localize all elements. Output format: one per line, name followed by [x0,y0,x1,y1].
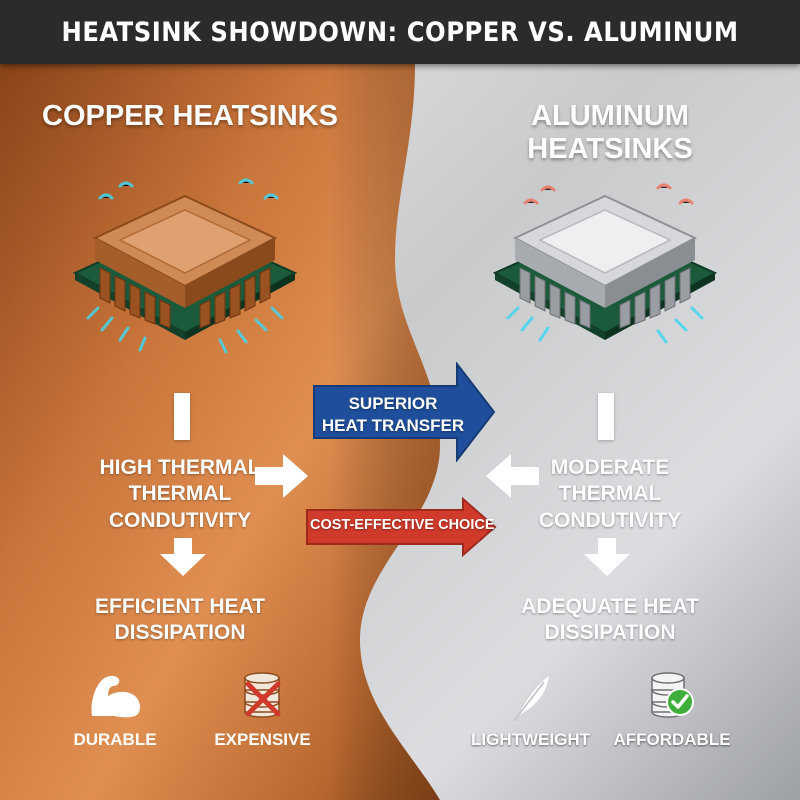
page-title: HEATSINK SHOWDOWN: COPPER VS. ALUMINUM [61,16,739,48]
aluminum-trait-lightweight: LIGHTWEIGHT [471,730,590,749]
coin-stack-check-icon [651,672,694,718]
copper-trait-expensive: EXPENSIVE [214,730,311,749]
cost-effective-arrow [306,497,497,557]
copper-trait-durable: DURABLE [73,730,157,749]
aluminum-heatsink-chip [492,183,718,344]
aluminum-conductivity-text: MODERATE THERMAL CONDUTIVITY [538,456,682,532]
superior-heat-transfer-label: SUPERIOR HEAT TRANSFER [321,394,465,436]
cost-effective-label: COST-EFFECTIVE CHOICE [310,517,495,533]
aluminum-dissipation-text: ADEQUATE HEAT DISSIPATION [521,595,699,645]
copper-connector-bar [174,393,190,440]
left-arrow [486,454,539,498]
copper-heading: COPPER HEATSINKS [42,100,338,132]
aluminum-trait-affordable: AFFORDABLE [613,730,731,749]
aluminum-connector-bar [598,393,614,440]
feather-icon [513,672,551,722]
superior-heat-transfer-arrow [313,362,496,462]
right-arrow [255,454,308,498]
copper-conductivity-text: HIGH THERMAL THERMAL CONDUTIVITY [99,456,261,532]
aluminum-down-arrow [584,538,630,576]
coin-stack-crossed-icon [244,672,281,718]
copper-dissipation-text: EFFICIENT HEAT DISSIPATION [95,595,265,645]
copper-down-arrow [160,538,206,576]
copper-heatsink-chip [72,178,298,354]
title-banner: HEATSINK SHOWDOWN: COPPER VS. ALUMINUM [0,0,800,64]
flexed-arm-icon [91,675,140,718]
aluminum-heading: ALUMINUM HEATSINKS [527,100,693,165]
